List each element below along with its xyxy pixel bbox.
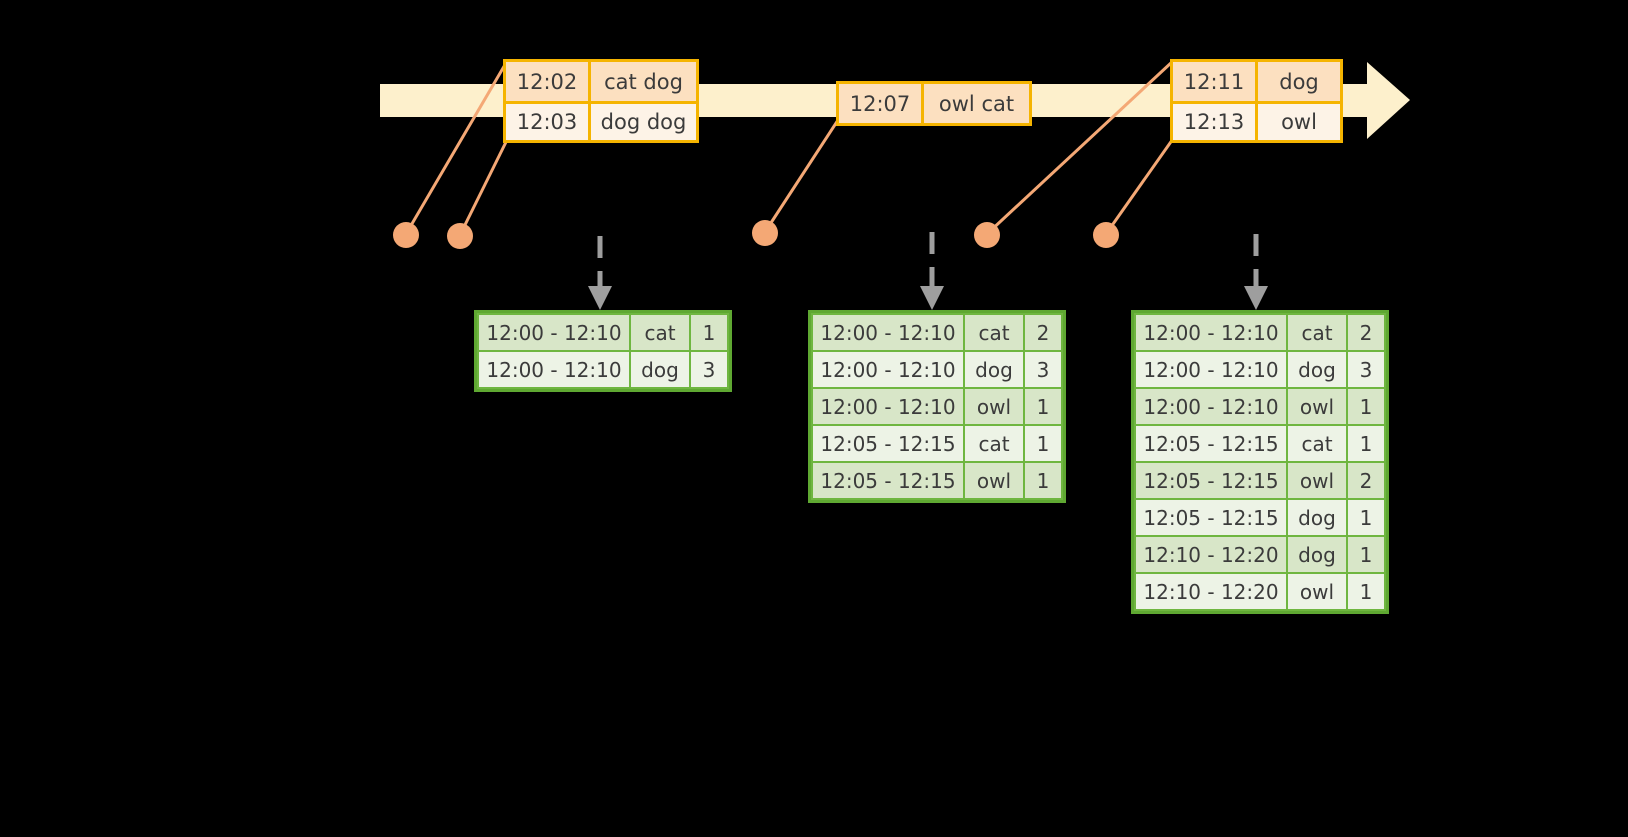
result-table-3[interactable]: 12:00 - 12:10 cat 2 12:00 - 12:10 dog 3 …	[1131, 310, 1389, 614]
event-value: cat dog	[591, 62, 696, 101]
count-cell: 3	[1025, 352, 1061, 387]
table-row[interactable]: 12:05 - 12:15 owl 1	[813, 463, 1061, 498]
window-cell: 12:10 - 12:20	[1136, 537, 1286, 572]
event-dot	[752, 220, 778, 246]
table-row[interactable]: 12:00 - 12:10 dog 3	[813, 352, 1061, 387]
word-cell: cat	[631, 315, 689, 350]
window-cell: 12:05 - 12:15	[1136, 463, 1286, 498]
count-cell: 2	[1025, 315, 1061, 350]
word-cell: dog	[965, 352, 1023, 387]
event-time: 12:07	[839, 84, 924, 123]
count-cell: 1	[1025, 389, 1061, 424]
window-cell: 12:00 - 12:10	[1136, 315, 1286, 350]
table-row[interactable]: 12:00 - 12:10 cat 1	[479, 315, 727, 350]
event-group-3[interactable]: 12:11 dog 12:13 owl	[1170, 59, 1343, 143]
event-row[interactable]: 12:02 cat dog	[506, 62, 696, 101]
count-cell: 1	[1348, 537, 1384, 572]
table-row[interactable]: 12:10 - 12:20 owl 1	[1136, 574, 1384, 609]
event-value: dog	[1258, 62, 1340, 101]
window-cell: 12:00 - 12:10	[479, 352, 629, 387]
window-cell: 12:10 - 12:20	[1136, 574, 1286, 609]
event-row[interactable]: 12:11 dog	[1173, 62, 1340, 101]
event-dot	[393, 222, 419, 248]
emit-arrow	[1244, 234, 1268, 310]
count-cell: 1	[1348, 426, 1384, 461]
window-cell: 12:00 - 12:10	[479, 315, 629, 350]
count-cell: 2	[1348, 315, 1384, 350]
count-cell: 1	[691, 315, 727, 350]
window-cell: 12:05 - 12:15	[813, 426, 963, 461]
table-row[interactable]: 12:10 - 12:20 dog 1	[1136, 537, 1384, 572]
count-cell: 2	[1348, 463, 1384, 498]
window-cell: 12:00 - 12:10	[813, 352, 963, 387]
table-row[interactable]: 12:00 - 12:10 owl 1	[1136, 389, 1384, 424]
window-cell: 12:00 - 12:10	[1136, 389, 1286, 424]
table-row[interactable]: 12:05 - 12:15 cat 1	[813, 426, 1061, 461]
event-row[interactable]: 12:03 dog dog	[506, 101, 696, 140]
word-cell: cat	[965, 426, 1023, 461]
result-table-2[interactable]: 12:00 - 12:10 cat 2 12:00 - 12:10 dog 3 …	[808, 310, 1066, 503]
word-cell: cat	[965, 315, 1023, 350]
table-row[interactable]: 12:00 - 12:10 cat 2	[813, 315, 1061, 350]
event-dot	[1093, 222, 1119, 248]
window-cell: 12:00 - 12:10	[813, 315, 963, 350]
event-time: 12:02	[506, 62, 591, 101]
emit-arrows	[588, 232, 1268, 310]
count-cell: 3	[691, 352, 727, 387]
emit-arrow	[588, 236, 612, 310]
table-row[interactable]: 12:05 - 12:15 cat 1	[1136, 426, 1384, 461]
window-cell: 12:05 - 12:15	[813, 463, 963, 498]
result-table-1[interactable]: 12:00 - 12:10 cat 1 12:00 - 12:10 dog 3	[474, 310, 732, 392]
event-row[interactable]: 12:07 owl cat	[839, 84, 1029, 123]
table-row[interactable]: 12:05 - 12:15 dog 1	[1136, 500, 1384, 535]
count-cell: 1	[1348, 389, 1384, 424]
event-dot	[447, 223, 473, 249]
count-cell: 1	[1348, 500, 1384, 535]
word-cell: dog	[1288, 352, 1346, 387]
word-cell: owl	[1288, 389, 1346, 424]
word-cell: cat	[1288, 315, 1346, 350]
count-cell: 3	[1348, 352, 1384, 387]
table-row[interactable]: 12:00 - 12:10 dog 3	[479, 352, 727, 387]
count-cell: 1	[1025, 463, 1061, 498]
event-time: 12:13	[1173, 104, 1258, 140]
count-cell: 1	[1348, 574, 1384, 609]
word-cell: dog	[1288, 500, 1346, 535]
event-value: dog dog	[591, 104, 696, 140]
word-cell: dog	[631, 352, 689, 387]
event-value: owl cat	[924, 84, 1029, 123]
event-value: owl	[1258, 104, 1340, 140]
event-time: 12:11	[1173, 62, 1258, 101]
window-cell: 12:05 - 12:15	[1136, 426, 1286, 461]
emit-arrow	[920, 232, 944, 310]
window-cell: 12:05 - 12:15	[1136, 500, 1286, 535]
word-cell: owl	[1288, 574, 1346, 609]
word-cell: cat	[1288, 426, 1346, 461]
event-row[interactable]: 12:13 owl	[1173, 101, 1340, 140]
event-time: 12:03	[506, 104, 591, 140]
event-dot	[974, 222, 1000, 248]
table-row[interactable]: 12:00 - 12:10 dog 3	[1136, 352, 1384, 387]
event-group-1[interactable]: 12:02 cat dog 12:03 dog dog	[503, 59, 699, 143]
word-cell: owl	[965, 389, 1023, 424]
table-row[interactable]: 12:00 - 12:10 owl 1	[813, 389, 1061, 424]
event-group-2[interactable]: 12:07 owl cat	[836, 81, 1032, 126]
table-row[interactable]: 12:05 - 12:15 owl 2	[1136, 463, 1384, 498]
window-cell: 12:00 - 12:10	[813, 389, 963, 424]
word-cell: owl	[1288, 463, 1346, 498]
count-cell: 1	[1025, 426, 1061, 461]
event-dots	[393, 220, 1119, 249]
word-cell: owl	[965, 463, 1023, 498]
window-cell: 12:00 - 12:10	[1136, 352, 1286, 387]
word-cell: dog	[1288, 537, 1346, 572]
table-row[interactable]: 12:00 - 12:10 cat 2	[1136, 315, 1384, 350]
